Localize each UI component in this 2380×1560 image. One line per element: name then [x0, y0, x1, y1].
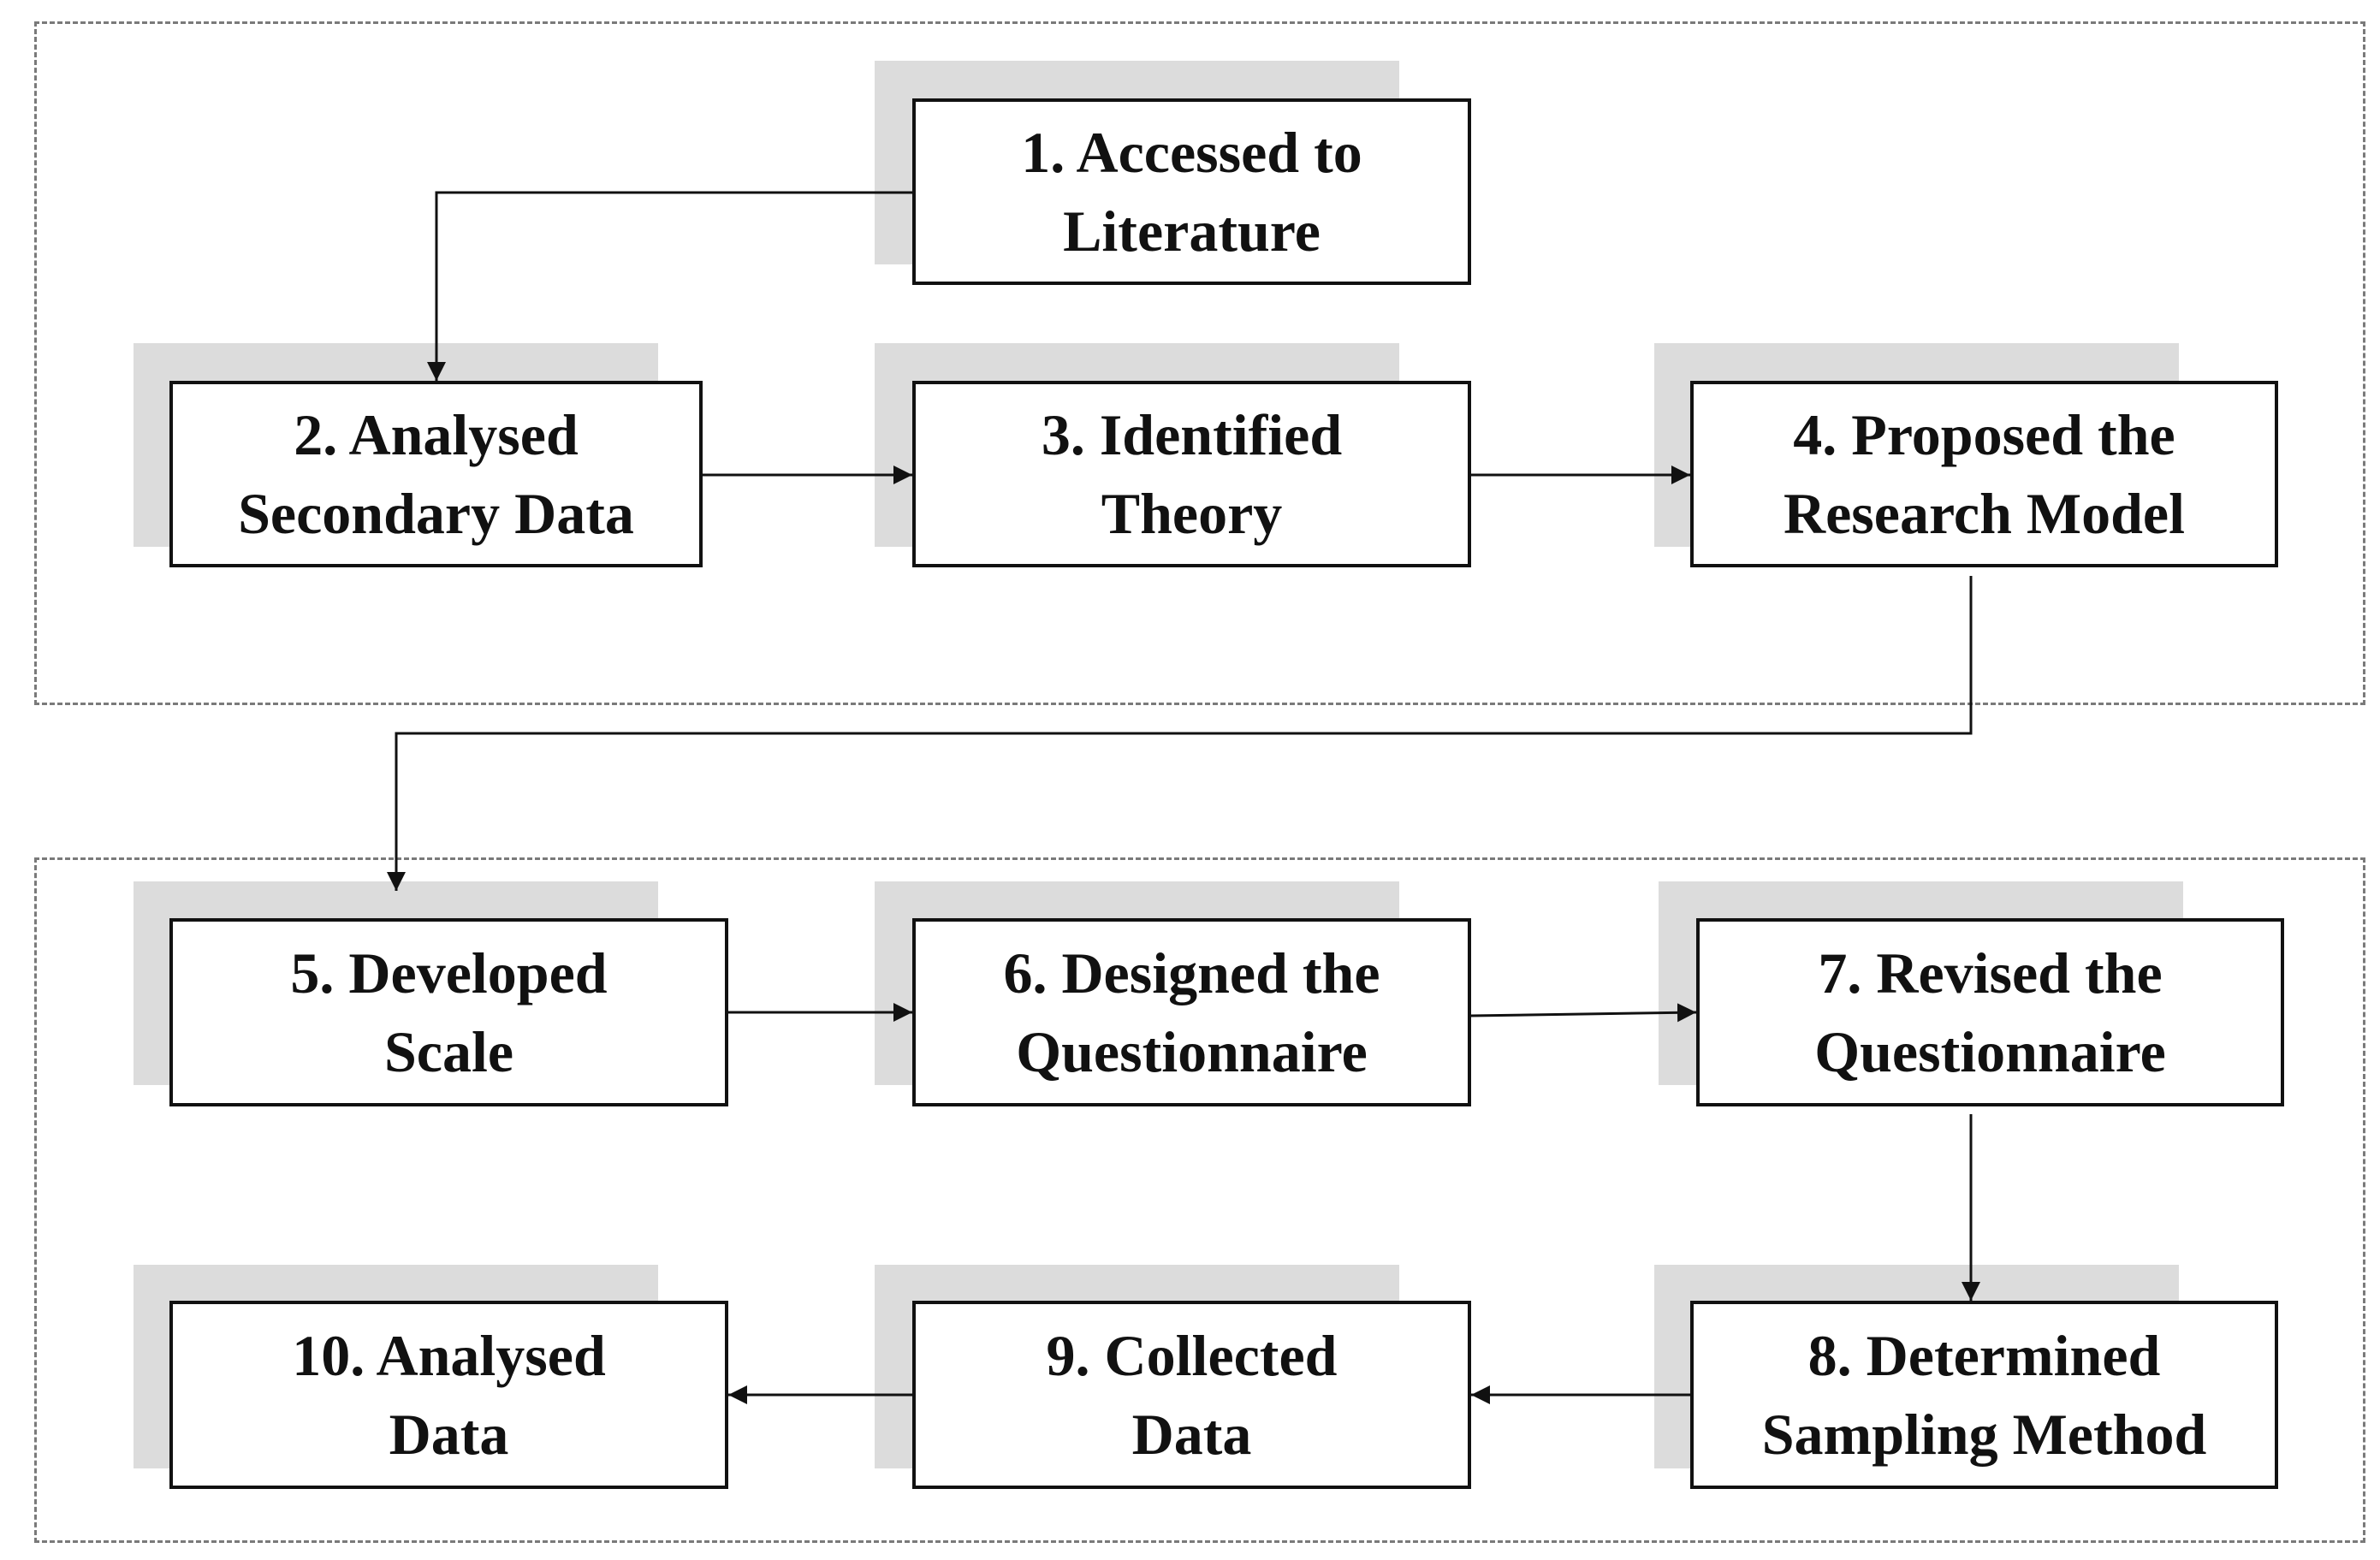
step-5-line2: Scale: [383, 1019, 514, 1084]
step-8-line1: 8. Determined: [1807, 1323, 2161, 1388]
step-7-box: 7. Revised the Questionnaire: [1696, 918, 2284, 1106]
step-4-box: 4. Proposed the Research Model: [1690, 381, 2278, 567]
step-2-box: 2. Analysed Secondary Data: [169, 381, 703, 567]
edge-1-2: [427, 191, 912, 381]
step-10-box: 10. Analysed Data: [169, 1301, 728, 1489]
step-10-line2: Data: [389, 1402, 509, 1467]
bottom-group-frame: [34, 857, 2365, 1543]
step-9-line1: 9. Collected: [1046, 1323, 1338, 1388]
step-7-line1: 7. Revised the: [1818, 940, 2163, 1005]
step-2-line1: 2. Analysed: [294, 402, 579, 467]
step-3-line2: Theory: [1101, 481, 1283, 546]
step-4-line1: 4. Proposed the: [1793, 402, 2175, 467]
step-9-box: 9. Collected Data: [912, 1301, 1471, 1489]
step-1-box: 1. Accessed to Literature: [912, 98, 1471, 285]
step-6-line1: 6. Designed the: [1003, 940, 1380, 1005]
step-2-line2: Secondary Data: [238, 481, 634, 546]
step-1-line1: 1. Accessed to: [1021, 120, 1362, 185]
step-8-box: 8. Determined Sampling Method: [1690, 1301, 2278, 1489]
top-group-frame: [34, 21, 2365, 705]
step-3-line1: 3. Identified: [1041, 402, 1343, 467]
edge-6-7: [1470, 1003, 1697, 1023]
step-1-line2: Literature: [1063, 199, 1321, 264]
edge-4-5: [387, 576, 1973, 891]
step-6-box: 6. Designed the Questionnaire: [912, 918, 1471, 1106]
step-9-line2: Data: [1131, 1402, 1252, 1467]
step-4-line2: Research Model: [1784, 481, 2185, 546]
step-3-box: 3. Identified Theory: [912, 381, 1471, 567]
step-6-line2: Questionnaire: [1016, 1019, 1368, 1084]
step-5-box: 5. Developed Scale: [169, 918, 728, 1106]
step-10-line1: 10. Analysed: [292, 1323, 606, 1388]
step-5-line1: 5. Developed: [290, 940, 608, 1005]
step-8-line2: Sampling Method: [1761, 1402, 2207, 1467]
step-7-line2: Questionnaire: [1814, 1019, 2166, 1084]
